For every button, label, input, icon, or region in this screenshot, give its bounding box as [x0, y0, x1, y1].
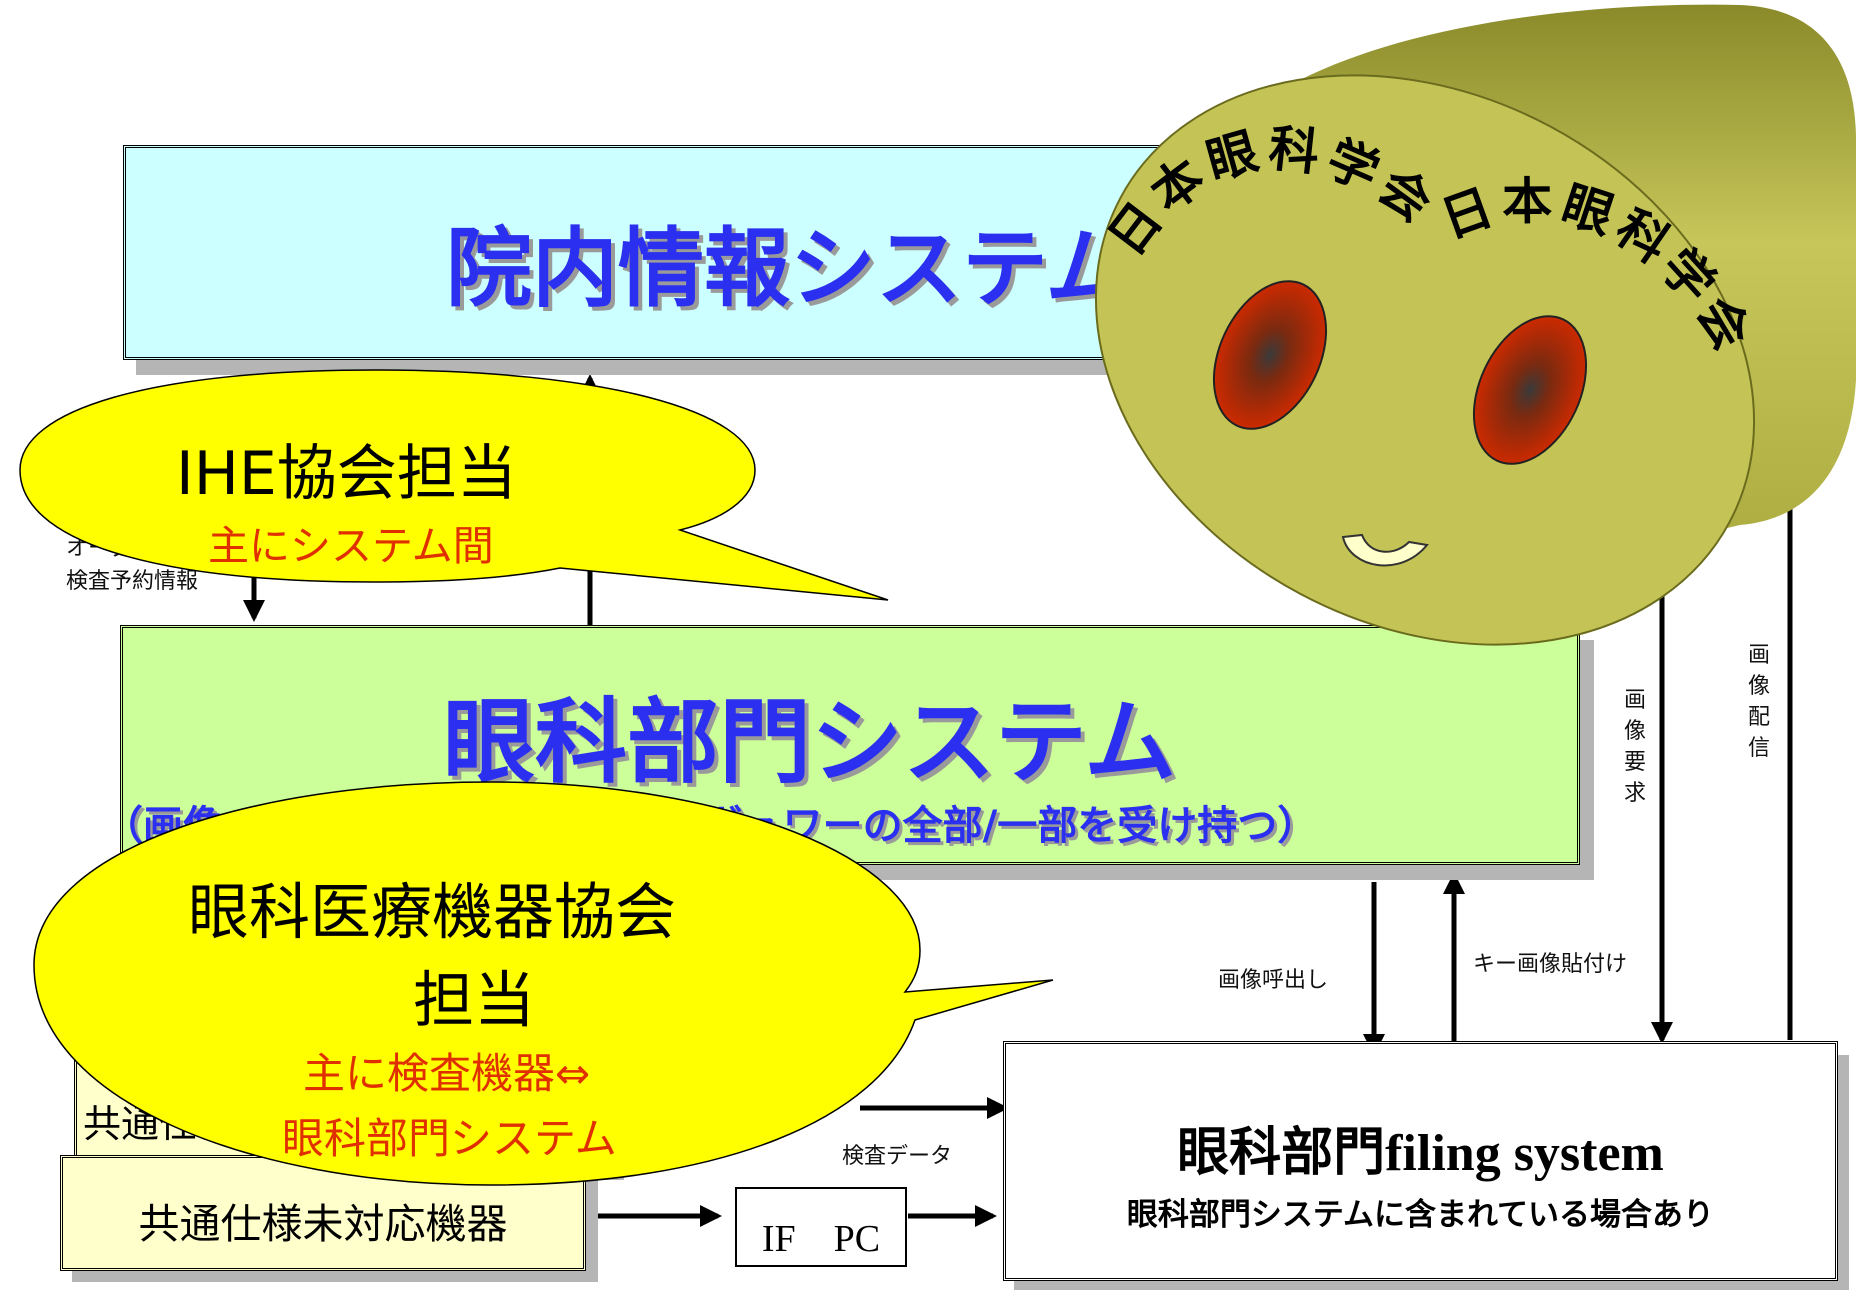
unsupported-device-label: 共通仕様未対応機器 [138, 1200, 508, 1248]
label-exam-reserve: 検査予約情報 [66, 569, 199, 594]
device-assoc-subtitle-2: 眼科部門システム [282, 1114, 617, 1163]
label-key-image: キー画像貼付け [1473, 952, 1628, 977]
ihe-callout-title: IHE協会担当 [176, 439, 517, 509]
ophth-system-title: 眼科部門システム [443, 689, 1177, 796]
ihe-callout-shape [19, 369, 889, 601]
mascot-right-eye-icon [1472, 315, 1588, 465]
his-title: 院内情報システム [446, 219, 1132, 319]
device-assoc-title-1: 眼科医療機器協会 [188, 877, 677, 948]
mascot-face [1094, 74, 1756, 646]
mascot-left-eye-icon [1212, 280, 1328, 430]
device-assoc-subtitle-1: 主に検査機器⇔ [303, 1049, 591, 1098]
label-image-request: 画像要求 [1623, 688, 1646, 806]
device-assoc-callout-shape [33, 781, 1054, 1186]
filing-system-box[interactable]: 眼科部門filing system 眼科部門システムに含まれている場合あり [1003, 1041, 1838, 1281]
unsupported-device-box[interactable]: 共通仕様未対応機器 [60, 1155, 586, 1271]
label-image-delivery: 画像配信 [1747, 643, 1770, 761]
filing-system-subtitle: 眼科部門システムに含まれている場合あり [1126, 1197, 1715, 1233]
device-assoc-title-2: 担当 [413, 965, 536, 1036]
mascot-mouth-icon [1341, 533, 1429, 567]
mascot-character: 日本眼科学会 日本眼科学会 [1094, 4, 1856, 646]
ihe-callout-subtitle: 主にシステム間 [208, 522, 494, 570]
label-exam-data: 検査データ [842, 1144, 953, 1169]
label-image-call: 画像呼出し [1218, 968, 1329, 993]
filing-system-title: 眼科部門filing system [1177, 1125, 1664, 1182]
if-pc-box[interactable]: IF PC [735, 1187, 907, 1267]
if-pc-label: IF PC [761, 1218, 881, 1260]
